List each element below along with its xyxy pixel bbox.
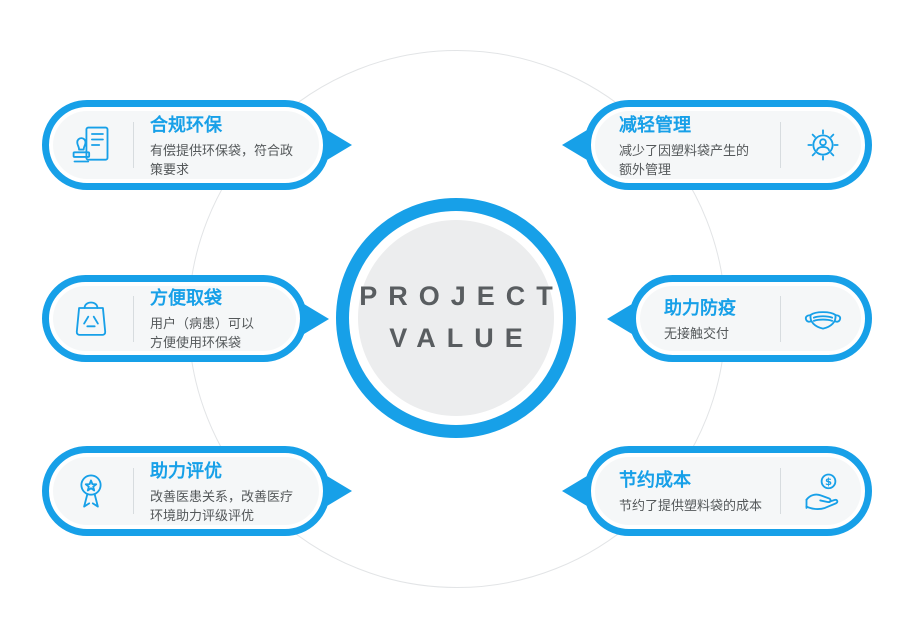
- svg-text:$: $: [825, 477, 832, 488]
- card-divider: [780, 468, 781, 514]
- card-pointer: [562, 130, 587, 160]
- card-title: 节约成本: [619, 470, 691, 491]
- card-description: 减少了因塑料袋产生的 额外管理: [619, 142, 750, 177]
- value-card-convenience: 方便取袋 用户（病患）可以 方便使用环保袋: [42, 275, 329, 362]
- card-divider: [133, 295, 134, 342]
- card-pointer: [562, 476, 587, 506]
- card-divider: [780, 122, 781, 168]
- card-description: 无接触交付: [664, 325, 730, 341]
- card-title: 合规环保: [150, 114, 222, 135]
- value-card-management: 减轻管理 减少了因塑料袋产生的 额外管理: [562, 100, 872, 190]
- card-pointer: [607, 303, 632, 334]
- card-divider: [133, 468, 134, 514]
- value-card-compliance: 合规环保 有偿提供环保袋，符合政 策要求: [42, 100, 352, 190]
- card-divider: [133, 122, 134, 168]
- card-description: 有偿提供环保袋，符合政 策要求: [150, 142, 294, 177]
- center-circle: PROJECT VALUE: [336, 198, 576, 438]
- stamp-document-icon: [49, 123, 133, 167]
- center-title-line1: PROJECT: [359, 281, 564, 312]
- face-mask-icon: [781, 297, 865, 341]
- card-description: 节约了提供塑料袋的成本: [619, 498, 763, 514]
- card-divider: [780, 295, 781, 342]
- award-medal-icon: [49, 469, 133, 513]
- card-title: 方便取袋: [150, 288, 222, 309]
- recycle-bag-icon: [49, 297, 133, 341]
- card-title: 助力评优: [150, 460, 222, 481]
- card-pointer: [304, 303, 329, 334]
- center-title-line2: VALUE: [389, 323, 534, 353]
- card-pointer: [327, 130, 352, 160]
- hand-coin-icon: $: [781, 469, 865, 513]
- value-card-rating: 助力评优 改善医患关系，改善医疗 环境助力评级评优: [42, 446, 352, 536]
- card-pointer: [327, 476, 352, 506]
- card-description: 用户（病患）可以 方便使用环保袋: [150, 316, 255, 350]
- value-card-cost: 节约成本 节约了提供塑料袋的成本 $: [562, 446, 872, 536]
- value-card-epidemic: 助力防疫 无接触交付: [607, 275, 872, 362]
- card-description: 改善医患关系，改善医疗 环境助力评级评优: [150, 488, 294, 523]
- card-title: 减轻管理: [619, 114, 691, 135]
- gear-user-icon: [781, 123, 865, 167]
- card-title: 助力防疫: [664, 297, 736, 318]
